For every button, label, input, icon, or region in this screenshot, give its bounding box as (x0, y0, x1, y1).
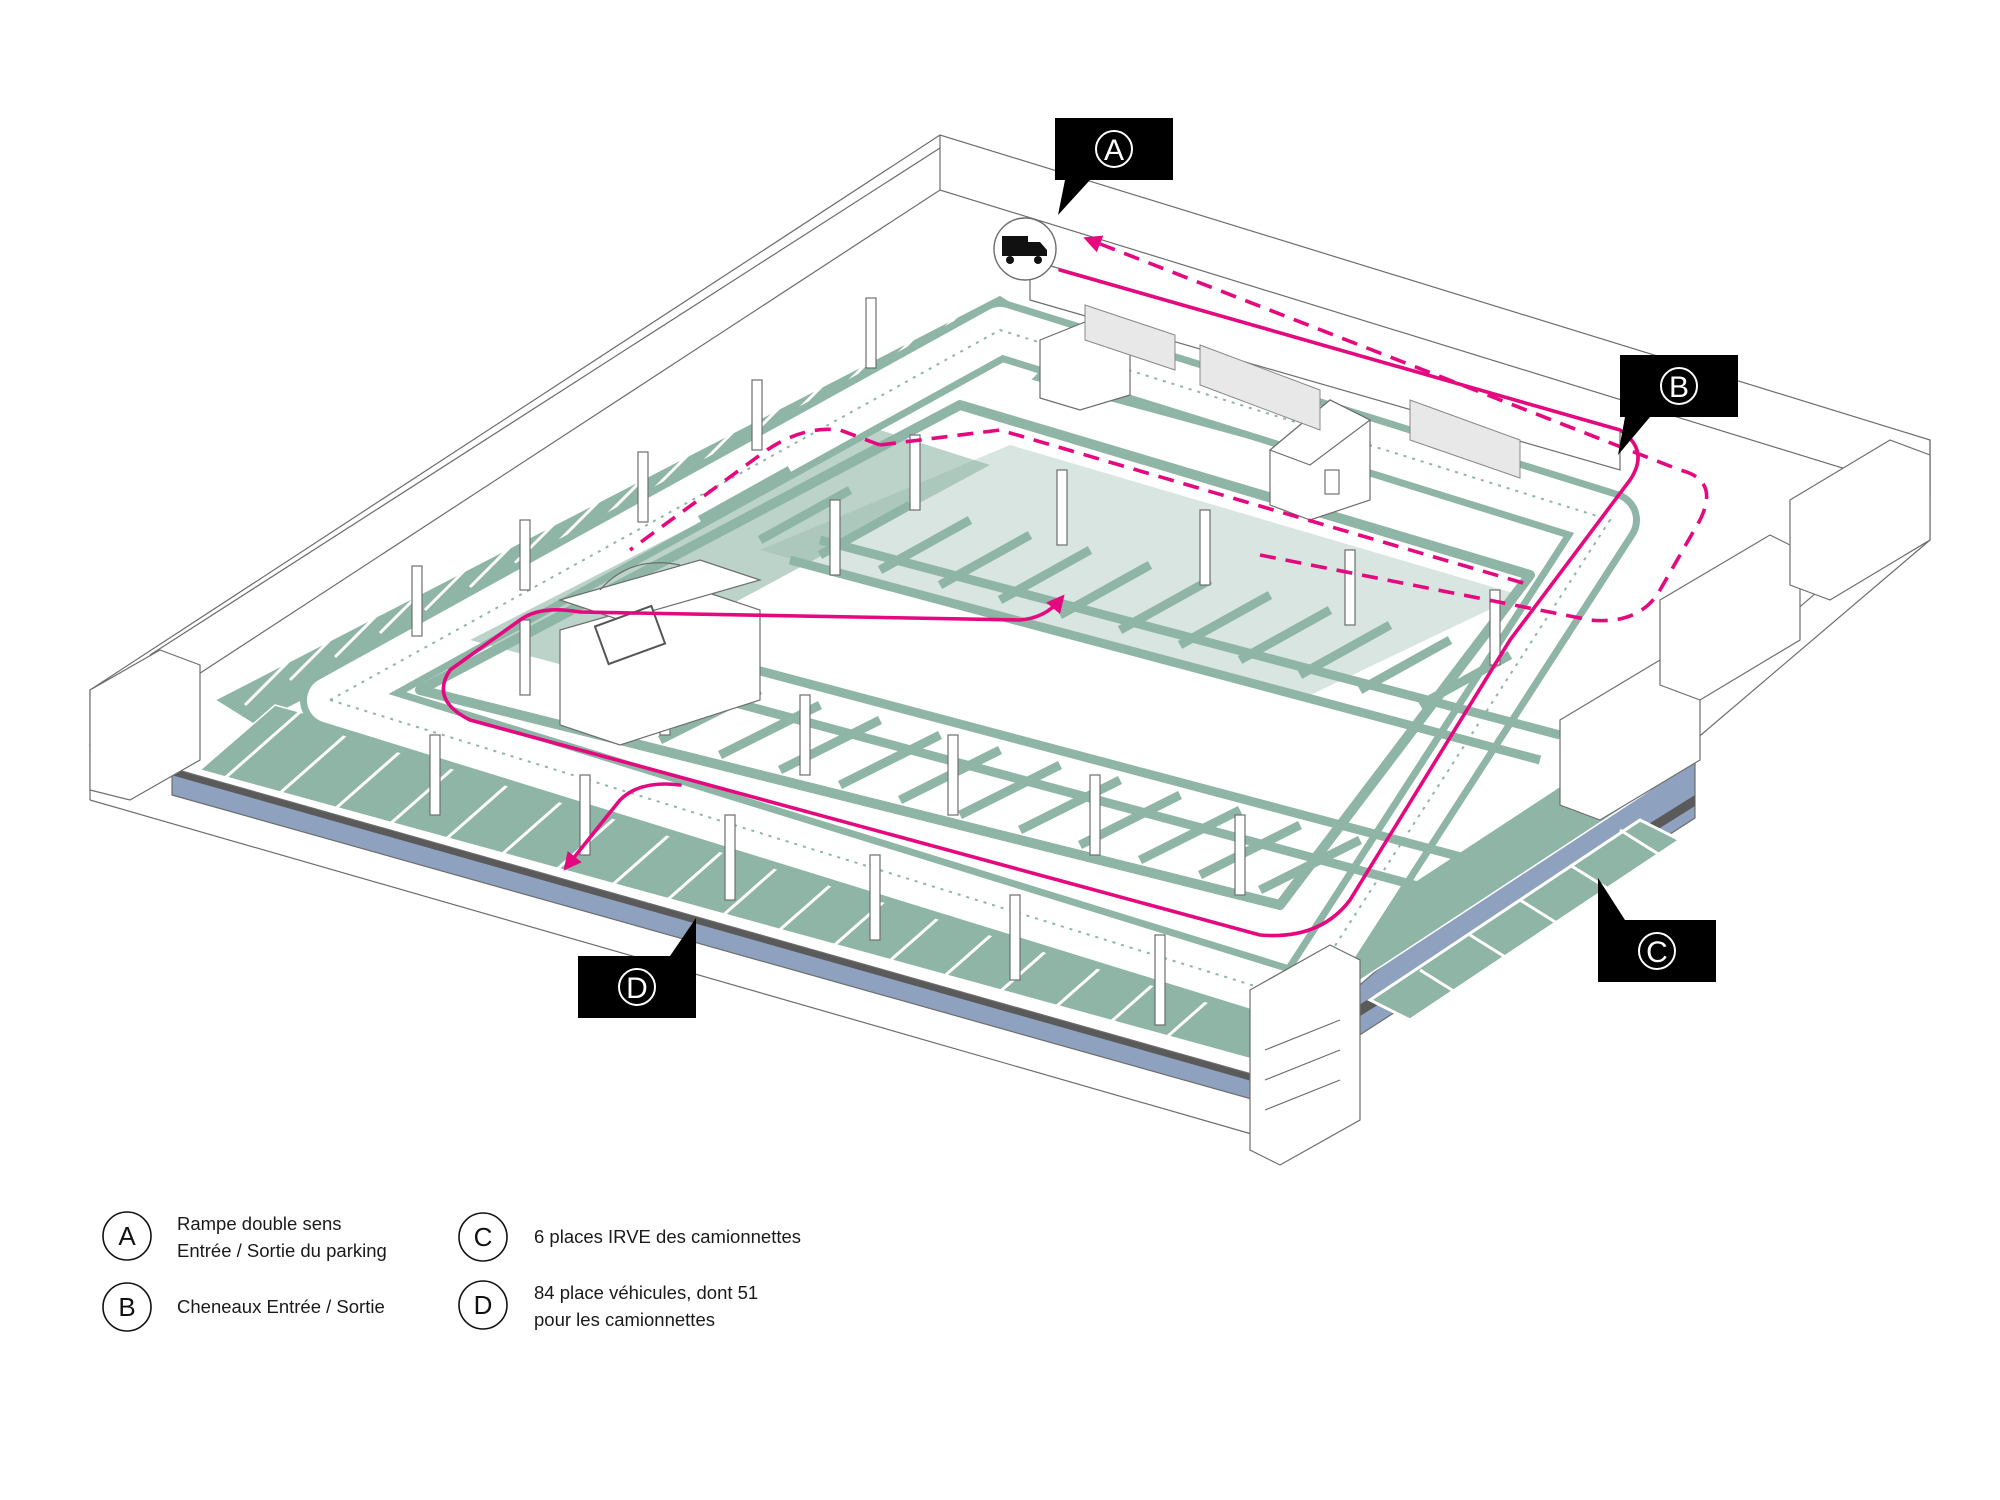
exit-route-path (563, 782, 682, 871)
ev-charging-stalls (1367, 818, 1683, 1022)
legend: A Rampe double sens Entrée / Sortie du p… (102, 1211, 801, 1332)
svg-text:A: A (118, 1221, 136, 1251)
internal-dashed-loop (628, 427, 1531, 587)
callout-B-letter: B (1669, 371, 1689, 404)
callout-C-letter: C (1646, 936, 1668, 969)
callout-D-letter: D (626, 972, 648, 1005)
legend-item-A: A Rampe double sens Entrée / Sortie du p… (102, 1211, 387, 1261)
central-stall-grid (648, 466, 1562, 905)
legend-D-line2: pour les camionnettes (534, 1309, 715, 1330)
callout-B: B (1618, 355, 1738, 455)
entry-route-path (441, 268, 1640, 938)
legend-item-D: D 84 place véhicules, dont 51 pour les c… (458, 1280, 758, 1330)
legend-item-C: C 6 places IRVE des camionnettes (458, 1212, 801, 1262)
callout-A-letter: A (1104, 134, 1124, 167)
callout-A: A (1055, 118, 1173, 215)
callout-D: D (578, 918, 696, 1018)
legend-B-line1: Cheneaux Entrée / Sortie (177, 1296, 385, 1317)
legend-C-line1: 6 places IRVE des camionnettes (534, 1226, 801, 1247)
legend-D-line1: 84 place véhicules, dont 51 (534, 1282, 758, 1303)
legend-item-B: B Cheneaux Entrée / Sortie (102, 1282, 385, 1332)
callout-C: C (1598, 878, 1716, 982)
delivery-truck-icon (993, 217, 1057, 281)
vehicle-routes (441, 235, 1709, 938)
core-volumes (89, 319, 1931, 1166)
legend-A-line1: Rampe double sens (177, 1213, 342, 1234)
structural-pillars (411, 297, 1501, 1026)
legend-A-line2: Entrée / Sortie du parking (177, 1240, 387, 1261)
svg-text:D: D (474, 1290, 493, 1320)
entry-ramp (1029, 225, 1621, 479)
svg-text:B: B (118, 1292, 135, 1322)
circulation-road (300, 300, 1640, 1030)
exit-dashed-route (1083, 235, 1709, 623)
svg-text:C: C (474, 1222, 493, 1252)
